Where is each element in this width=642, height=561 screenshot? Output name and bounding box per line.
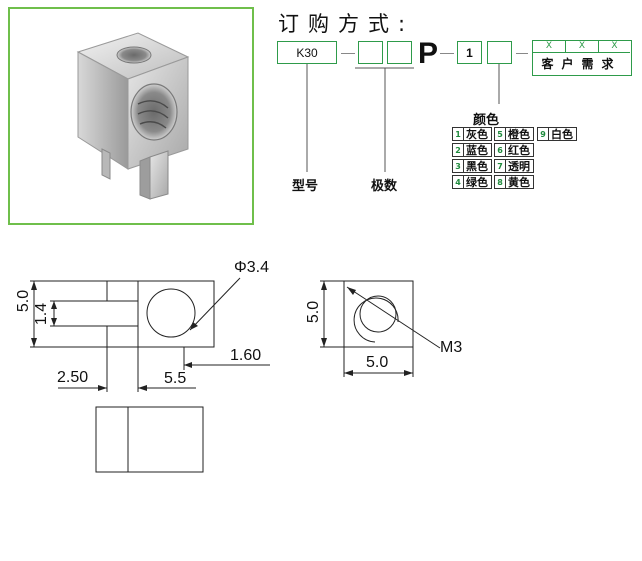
terminal-block-illustration xyxy=(76,32,190,200)
front-slot-dim: 1.4 xyxy=(33,302,50,326)
front-height-dim: 5.0 xyxy=(15,289,32,313)
color-number: 9 xyxy=(538,128,549,140)
color-number: 5 xyxy=(495,128,506,140)
custom-mark: X xyxy=(566,41,599,53)
model-code-box: K30 xyxy=(277,41,337,64)
color-number: 1 xyxy=(453,128,464,140)
color-name: 黄色 xyxy=(508,176,530,189)
model-label: 型号 xyxy=(292,179,319,194)
color-name: 透明 xyxy=(508,160,530,173)
product-photo xyxy=(8,7,254,225)
custom-mark: X xyxy=(599,41,630,53)
thread-dim: M3 xyxy=(440,339,463,356)
color-number: 2 xyxy=(453,144,464,156)
hole-diameter-dim: Φ3.4 xyxy=(234,259,270,276)
color-number: 6 xyxy=(495,144,506,156)
pole-digit-box-1 xyxy=(358,41,383,64)
width-dim: 5.5 xyxy=(164,370,187,387)
color-number: 4 xyxy=(453,176,464,188)
separator-dash xyxy=(516,53,528,54)
thread-arc xyxy=(353,297,399,343)
pole-digit-box-2 xyxy=(387,41,412,64)
variant-code-box: 1 xyxy=(457,41,482,64)
color-table-title: 颜色 xyxy=(473,113,500,128)
ordering-title: 订购方式: xyxy=(278,12,415,36)
custom-mark: X xyxy=(533,41,566,53)
wall-dim: 1.60 xyxy=(230,347,262,364)
color-name: 灰色 xyxy=(466,128,488,141)
color-name: 蓝色 xyxy=(466,144,488,157)
color-name: 橙色 xyxy=(508,128,530,141)
color-name: 黑色 xyxy=(466,160,488,173)
color-number: 8 xyxy=(495,176,506,188)
color-number: 7 xyxy=(495,160,506,172)
separator-dash xyxy=(341,53,355,54)
color-name: 绿色 xyxy=(466,176,488,189)
side-view-outline xyxy=(343,280,414,348)
side-width-dim: 5.0 xyxy=(366,354,389,371)
custom-requirement-box: X X X 客户需求 xyxy=(532,40,632,76)
side-height-dim: 5.0 xyxy=(305,300,322,324)
color-name: 白色 xyxy=(551,128,573,141)
color-name: 红色 xyxy=(508,144,530,157)
color-code-box xyxy=(487,41,512,64)
series-letter: P xyxy=(418,37,439,70)
bottom-view-outline xyxy=(95,406,204,473)
poles-label: 极数 xyxy=(371,179,398,194)
custom-requirement-label: 客户需求 xyxy=(541,57,622,71)
separator-dash xyxy=(440,53,454,54)
color-number: 3 xyxy=(453,160,464,172)
offset-dim: 2.50 xyxy=(57,369,89,386)
front-view-hole xyxy=(146,288,196,338)
